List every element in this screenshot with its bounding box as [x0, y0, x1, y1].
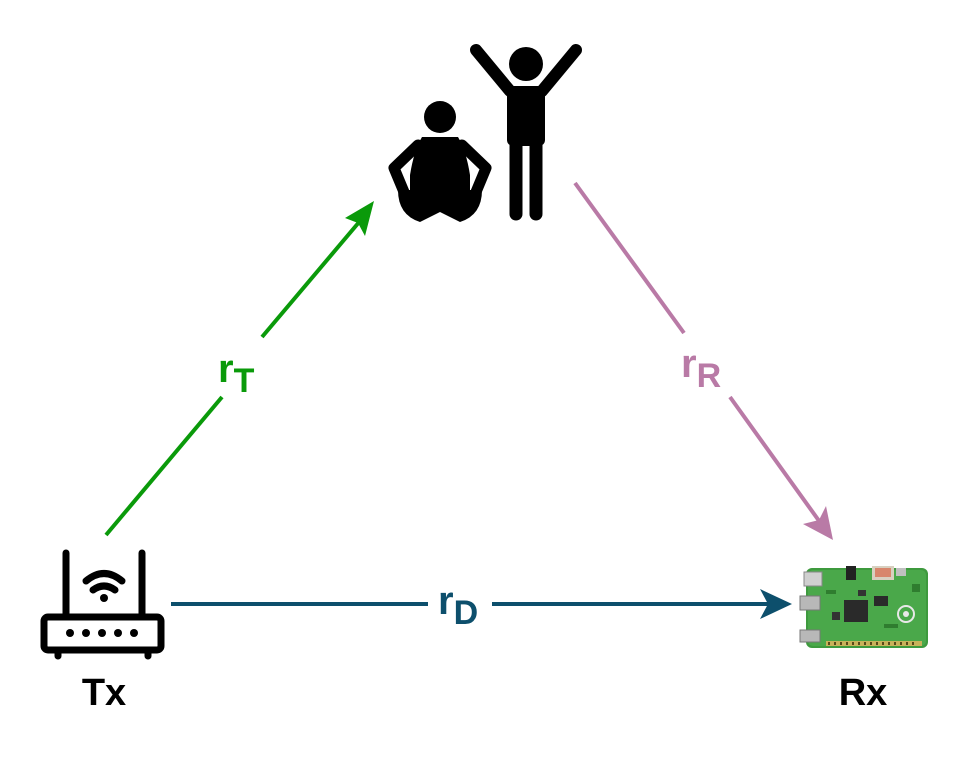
label-r-t: rT [218, 347, 255, 400]
sitting-person-icon [388, 101, 492, 222]
wifi-router-icon [40, 549, 165, 660]
people-icon [388, 44, 582, 222]
standing-person-icon [470, 44, 582, 221]
arrowhead-r-r [803, 506, 833, 540]
tx-label: Tx [82, 672, 126, 714]
label-r-d: rD [438, 579, 478, 632]
arrowhead-r-t [345, 201, 374, 236]
raspberry-pi-board-icon [799, 566, 928, 648]
arrowhead-r-d [760, 589, 792, 619]
rx-label: Rx [839, 672, 888, 714]
label-r-r: rR [681, 342, 721, 395]
path-r-t [104, 201, 374, 537]
path-r-r [573, 181, 833, 540]
path-r-d [171, 589, 792, 619]
